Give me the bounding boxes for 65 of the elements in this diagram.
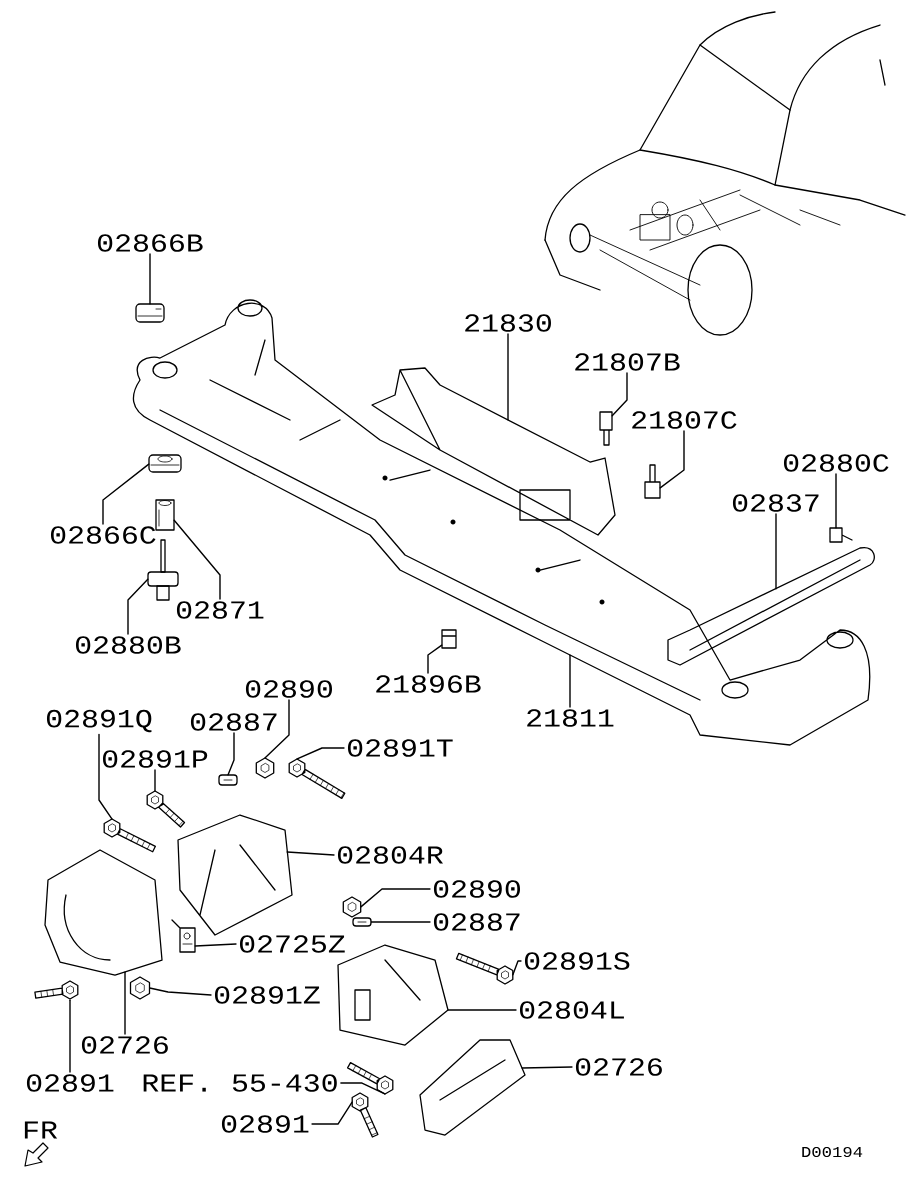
callout-number: 02891T — [347, 739, 453, 757]
leader-line — [569, 654, 571, 708]
leader-line — [194, 943, 237, 947]
bolt-drawing — [455, 952, 514, 985]
leader-line — [264, 699, 290, 759]
clip-drawing — [171, 919, 196, 953]
callout-number: 02891Q — [46, 709, 152, 733]
callout-number: 02891P — [103, 750, 208, 768]
callout-number: 02891 — [221, 1115, 309, 1133]
leader-line — [127, 578, 149, 635]
leader-line — [340, 1082, 386, 1095]
leader-line — [370, 921, 431, 923]
callout-number: REF. 55-430 — [143, 1074, 337, 1092]
leader-line — [775, 513, 777, 590]
bolt-drawing — [103, 818, 157, 853]
bolt-drawing — [351, 1092, 379, 1138]
leader-line — [98, 733, 113, 820]
callout-number: 02726 — [575, 1058, 662, 1076]
callout-number: 02890 — [433, 880, 520, 898]
bolt-drawing — [34, 980, 79, 1000]
leader-line — [102, 463, 150, 525]
callout-number: 02866B — [97, 234, 203, 252]
bolt-drawing — [288, 758, 346, 800]
leader-line — [173, 519, 221, 600]
bolt-drawing — [346, 1061, 394, 1095]
bolt-drawing — [146, 790, 186, 828]
washer-drawing — [352, 917, 372, 927]
callout-number: 02891S — [524, 952, 630, 970]
leader-line — [360, 888, 431, 908]
callout-number: 02866C — [50, 526, 156, 544]
leader-line — [286, 851, 335, 856]
callout-number: 02726 — [81, 1036, 168, 1054]
engine-mount-bracket-drawing — [177, 814, 293, 936]
callout-number: 02880C — [783, 454, 889, 472]
nut-drawing — [255, 757, 275, 779]
leader-line — [311, 1101, 353, 1125]
leader-line — [427, 644, 443, 674]
leader-line — [447, 1009, 517, 1011]
leader-line — [227, 732, 235, 776]
leader-line — [611, 372, 628, 417]
leader-line — [507, 333, 509, 421]
leader-line — [154, 769, 156, 792]
callout-number: 02887 — [433, 913, 520, 931]
insulator-drawing — [44, 849, 163, 976]
nut-drawing — [129, 976, 151, 1000]
callout-number: 02891 — [26, 1074, 114, 1092]
drawing-number: D00194 — [802, 1146, 863, 1158]
callout-number: 02891Z — [215, 986, 320, 1004]
callout-number: 02804L — [519, 1001, 624, 1019]
callout-number: 02880B — [75, 636, 181, 654]
callout-number: 02725Z — [240, 935, 345, 953]
callout-number: 02804R — [338, 846, 444, 864]
leader-line — [69, 999, 71, 1073]
leader-line — [149, 987, 212, 996]
leader-line — [124, 971, 126, 1035]
insulator-drawing — [419, 1039, 526, 1136]
washer-drawing — [218, 774, 238, 786]
direction-label: FR — [24, 1121, 58, 1139]
leader-line — [835, 473, 837, 529]
leader-line — [659, 430, 685, 489]
leader-line — [512, 960, 522, 976]
leader-line — [521, 1066, 573, 1069]
leader-line — [149, 253, 151, 305]
leader-line — [296, 747, 345, 760]
nut-drawing — [342, 896, 362, 918]
